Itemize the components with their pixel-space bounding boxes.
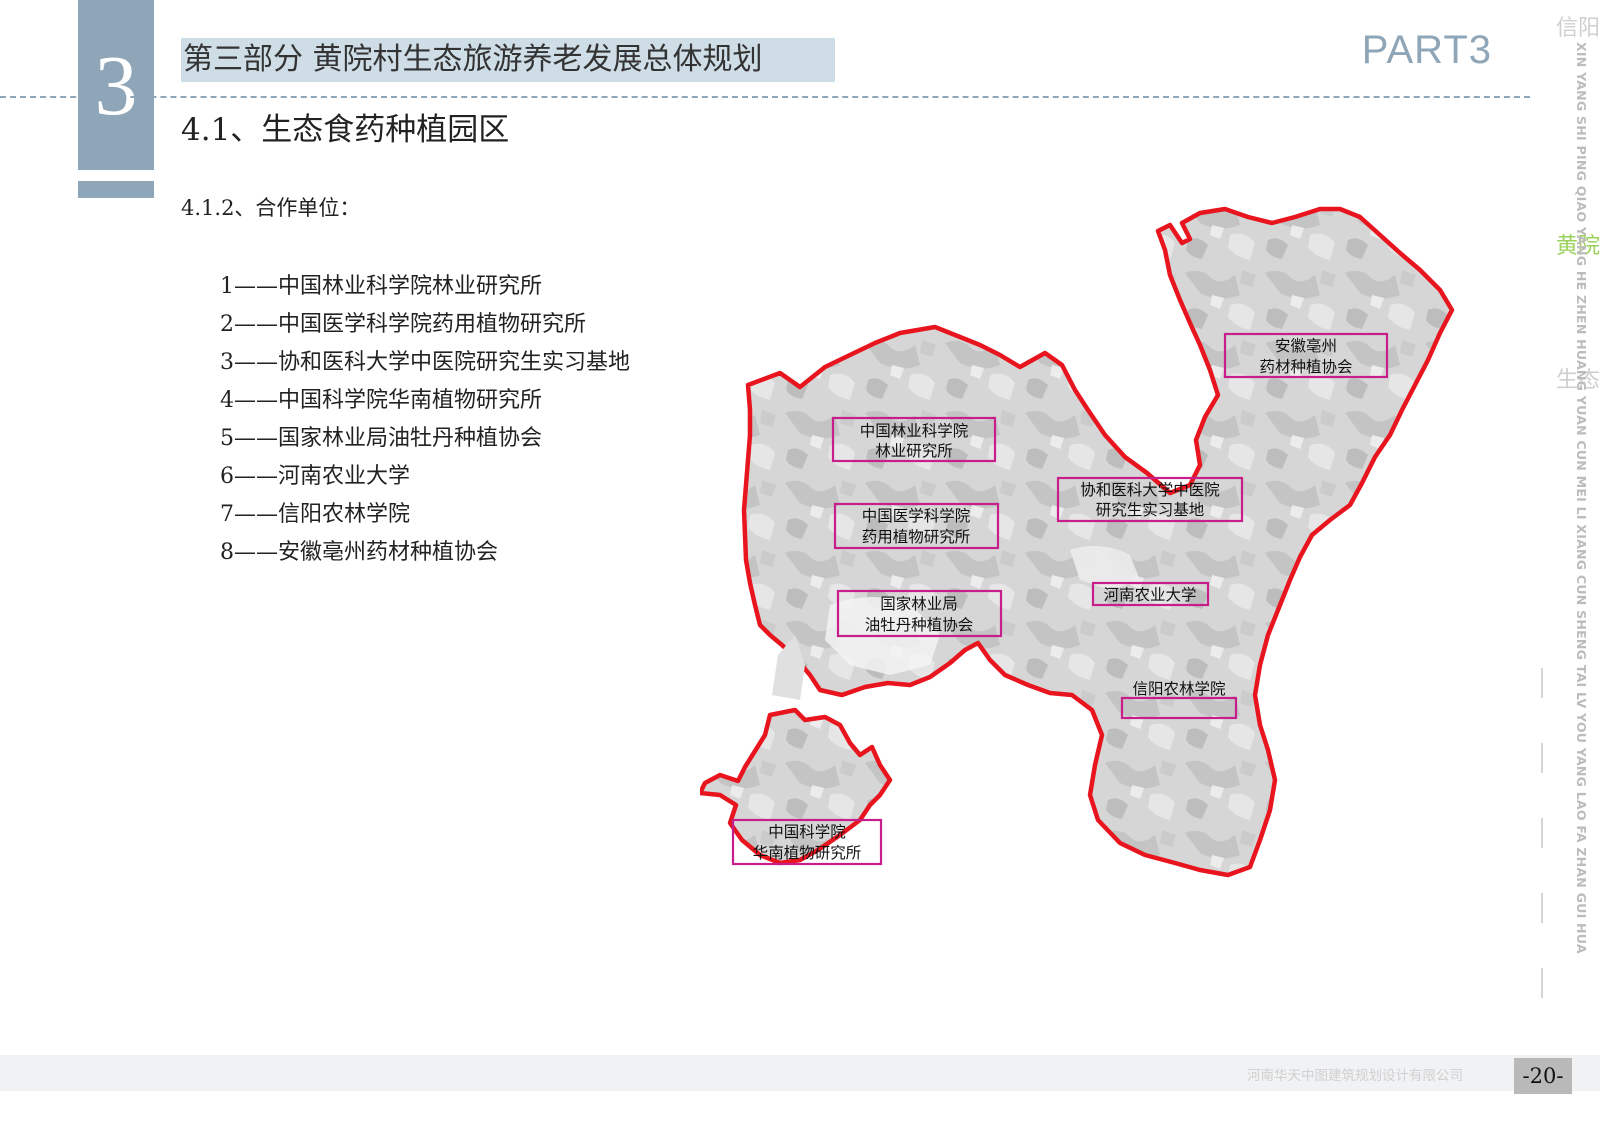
list-item: 4——中国科学院华南植物研究所	[220, 388, 542, 413]
map-label-line: 协和医科大学中医院	[1080, 480, 1220, 499]
land-patch	[772, 635, 805, 700]
part-label: PART3	[1361, 28, 1492, 72]
map-label-line: 油牡丹种植协会	[865, 616, 974, 634]
map-label-line: 华南植物研究所	[753, 844, 862, 862]
map-label-medical: 中国医学科学院 药用植物研究所	[833, 502, 1000, 550]
map-label-line: 中国医学科学院	[862, 506, 971, 525]
section-number: 3	[94, 37, 138, 133]
map-label-line: 安徽亳州	[1275, 337, 1337, 355]
sidebar-ghost-text: 生态	[1556, 368, 1600, 393]
part-title-banner: 第三部分 黄院村生态旅游养老发展总体规划	[181, 38, 835, 82]
map-label-line: 国家林业局	[880, 595, 958, 613]
footer-company: 河南华天中图建筑规划设计有限公司	[1247, 1068, 1463, 1084]
page-number: -20-	[1514, 1058, 1572, 1094]
village-boundary-southwest	[700, 707, 893, 866]
village-area-map: 安徽亳州 药材种植协会 中国林业科学院 林业研究所 协和医科大学中医院 研究生实…	[700, 206, 1455, 878]
section-number-underbar	[78, 181, 154, 198]
map-label-botany: 中国科学院 华南植物研究所	[731, 818, 883, 866]
map-label-line: 中国科学院	[768, 822, 846, 841]
map-label-line: 中国林业科学院	[860, 421, 969, 440]
cooperation-unit-list: 1——中国林业科学院林业研究所 2——中国医学科学院药用植物研究所 3——协和医…	[220, 268, 630, 572]
sidebar-ghost-text-accent: 黄院	[1556, 234, 1600, 259]
part-title: 第三部分 黄院村生态旅游养老发展总体规划	[183, 42, 763, 77]
section-number-block: 3	[78, 0, 154, 170]
list-item: 8——安徽亳州药材种植协会	[220, 540, 498, 565]
map-label-line: 药材种植协会	[1259, 358, 1352, 376]
list-item: 2——中国医学科学院药用植物研究所	[220, 312, 586, 337]
sidebar-pinyin-title: XIN YANG SHI PING QIAO YANG HE ZHEN HUAN…	[1574, 42, 1589, 954]
map-label-xiehe: 协和医科大学中医院 研究生实习基地	[1056, 476, 1244, 523]
map-label-line: 河南农业大学	[1103, 586, 1196, 604]
map-label-xinyang: 信阳农林学院	[1120, 679, 1238, 720]
land-patch	[1070, 546, 1140, 590]
map-label-line: 信阳农林学院	[1132, 679, 1225, 698]
map-label-line: 药用植物研究所	[862, 528, 971, 546]
sidebar-tick-marks	[1541, 668, 1543, 998]
map-label-line: 林业研究所	[875, 442, 953, 460]
list-item: 6——河南农业大学	[220, 464, 410, 489]
list-item: 5——国家林业局油牡丹种植协会	[220, 426, 542, 451]
sidebar-vertical-title: XIN YANG SHI PING QIAO YANG HE ZHEN HUAN…	[1574, 42, 1596, 1052]
map-label-anhui: 安徽亳州 药材种植协会	[1223, 332, 1389, 379]
map-label-henan: 河南农业大学	[1091, 581, 1210, 607]
footer-band	[0, 1055, 1600, 1091]
list-item: 3——协和医科大学中医院研究生实习基地	[220, 350, 630, 375]
map-label-peony: 国家林业局 油牡丹种植协会	[836, 589, 1003, 638]
sidebar-ghost-text: 信阳	[1556, 16, 1600, 41]
list-item: 1——中国林业科学院林业研究所	[220, 274, 542, 299]
map-label-line: 研究生实习基地	[1096, 501, 1205, 519]
section-title: 4.1、生态食药种植园区	[181, 112, 510, 148]
header-dashed-rule	[0, 96, 1530, 98]
map-label-forestry: 中国林业科学院 林业研究所	[831, 416, 997, 463]
list-item: 7——信阳农林学院	[220, 502, 410, 527]
subsection-title: 4.1.2、合作单位：	[181, 196, 361, 220]
village-boundary-main	[741, 206, 1455, 878]
